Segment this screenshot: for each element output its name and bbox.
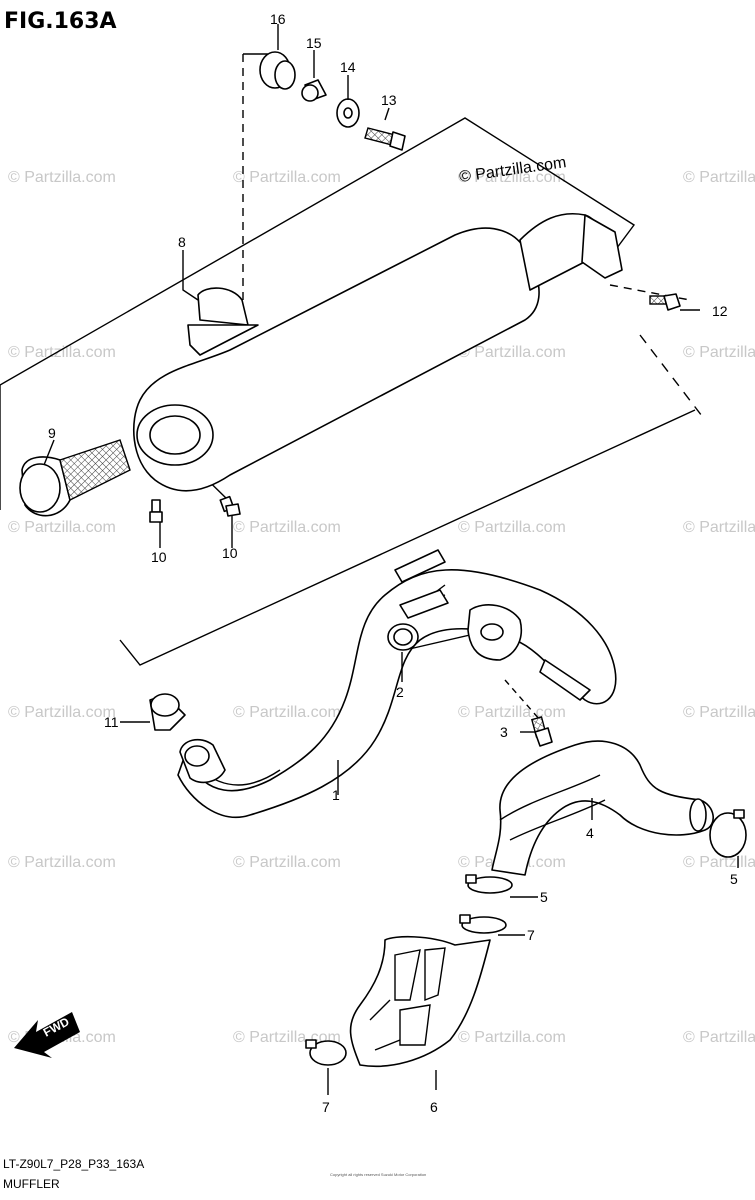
callout-numbers: 16 15 14 13 12 8 9 10 10 11 2 3 1 4 5 5 … [48, 11, 738, 1115]
callout-8: 8 [178, 234, 186, 250]
watermark-text: © Partzilla.com [683, 519, 755, 536]
callout-15: 15 [306, 35, 322, 51]
section-name: MUFFLER [3, 1177, 60, 1191]
watermark-text: © Partzilla.com [683, 854, 755, 871]
bolt-10-left [149, 499, 163, 523]
watermark-text: © Partzilla.com [683, 169, 755, 186]
watermark-text: © Partzilla.com [458, 704, 566, 721]
figure-title: FIG.163A [4, 9, 117, 34]
callout-4: 4 [586, 825, 594, 841]
callout-6: 6 [430, 1099, 438, 1115]
callout-12: 12 [712, 303, 728, 319]
leader-lines [43, 24, 739, 1095]
muffler [132, 213, 623, 492]
gasket [387, 623, 419, 651]
watermark-layer: © Partzilla.com © Partzilla.com © Partzill… [8, 169, 755, 1046]
washer-14 [336, 98, 360, 128]
watermark-text: © Partzilla.com [233, 169, 341, 186]
callout-5-right: 5 [730, 871, 738, 887]
callout-14: 14 [340, 59, 356, 75]
callout-1: 1 [332, 787, 340, 803]
callout-16: 16 [270, 11, 286, 27]
watermark-text: © Partzilla.com [233, 854, 341, 871]
watermark-text: © Partzilla.com [8, 344, 116, 361]
collar-15 [301, 79, 327, 102]
clamp-5-right [709, 809, 747, 858]
model-code: LT-Z90L7_P28_P33_163A [3, 1157, 144, 1171]
watermark-text: © Partzilla.com [233, 519, 341, 536]
exhaust-pipe [177, 549, 617, 818]
callout-7-upper: 7 [527, 927, 535, 943]
heat-protector [349, 935, 491, 1068]
watermark-text: © Partzilla.com [683, 1029, 755, 1046]
watermark-text: © Partzilla.com [8, 704, 116, 721]
joint-pipe [491, 740, 714, 876]
bolt-10-right [219, 495, 241, 517]
gasket-11 [149, 693, 186, 731]
clamp-7-upper [459, 914, 507, 934]
watermark-text: © Partzilla.com [683, 344, 755, 361]
watermark-text: © Partzilla.com [233, 704, 341, 721]
callout-3: 3 [500, 724, 508, 740]
watermark-text: © Partzilla.com [458, 1029, 566, 1046]
watermark-text: © Partzilla.com [458, 169, 566, 186]
fwd-arrow: FWD [14, 1012, 80, 1058]
watermark-text: © Partzilla.com [683, 704, 755, 721]
watermark-text: © Partzilla.com [8, 519, 116, 536]
callout-9: 9 [48, 425, 56, 441]
callout-7-lower: 7 [322, 1099, 330, 1115]
watermark-text: © Partzilla.com [458, 519, 566, 536]
grommet-16 [259, 51, 296, 90]
watermark-text: © Partzilla.com [8, 169, 116, 186]
copyright-fine-print: Copyright all rights reserved Suzuki Mot… [330, 1172, 426, 1177]
bolt-12 [649, 293, 681, 311]
bolt-13 [364, 127, 406, 151]
watermark-text: © Partzilla.com [8, 854, 116, 871]
clamp-7-lower [305, 1039, 347, 1066]
callout-13: 13 [381, 92, 397, 108]
callout-2: 2 [396, 684, 404, 700]
spark-arrester [19, 439, 131, 517]
callout-5-upper: 5 [540, 889, 548, 905]
callout-11: 11 [104, 714, 119, 730]
watermark-text: © Partzilla.com [458, 344, 566, 361]
callout-10-left: 10 [151, 549, 167, 565]
clamp-5-upper [465, 874, 513, 894]
callout-10-right: 10 [222, 545, 238, 561]
